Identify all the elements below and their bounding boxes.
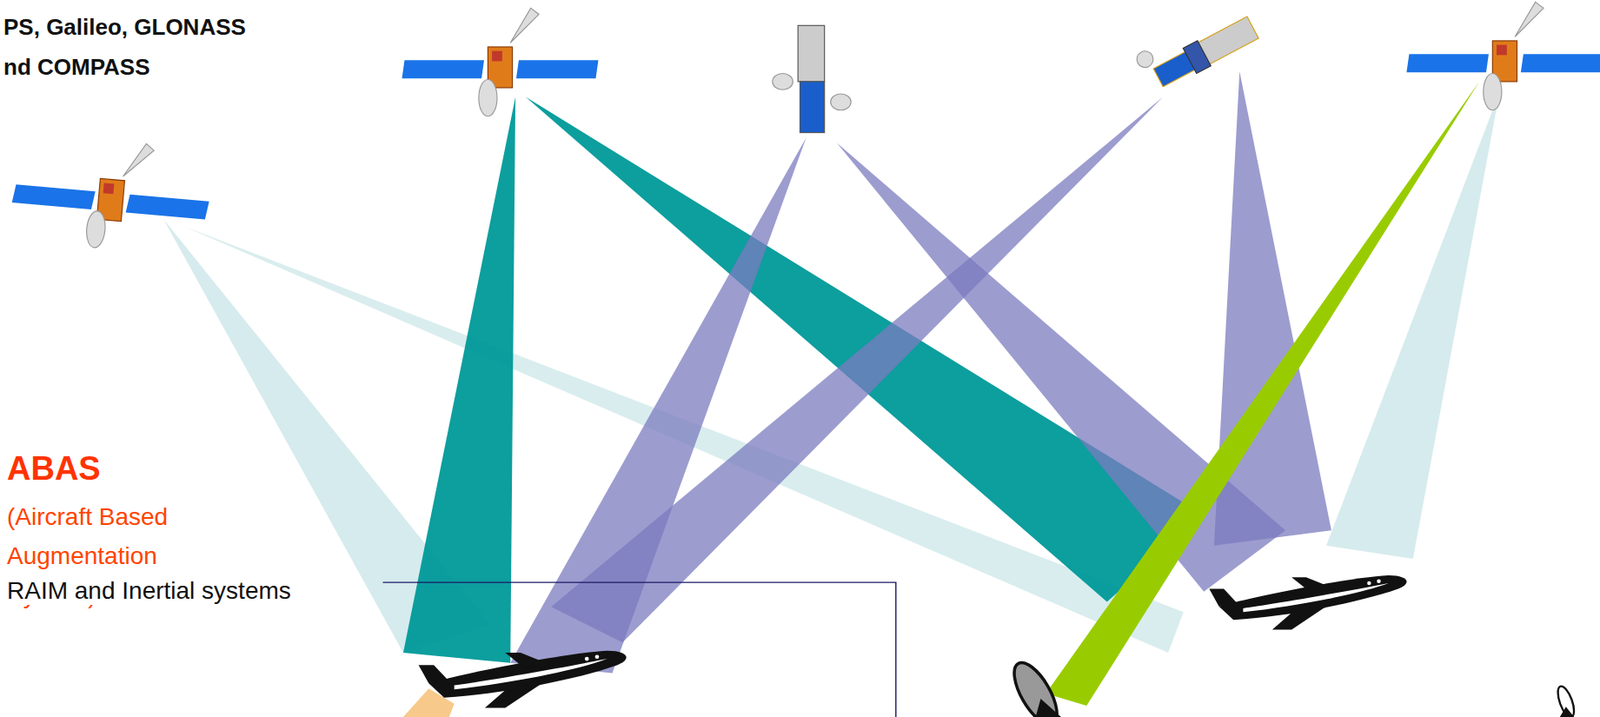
constellation-list: PS, Galileo, GLONASS [3,13,246,41]
constellation-list: nd COMPASS [3,53,151,81]
section-note: RAIM and Inertial systems [6,577,292,605]
section-heading: ABAS [6,450,101,488]
